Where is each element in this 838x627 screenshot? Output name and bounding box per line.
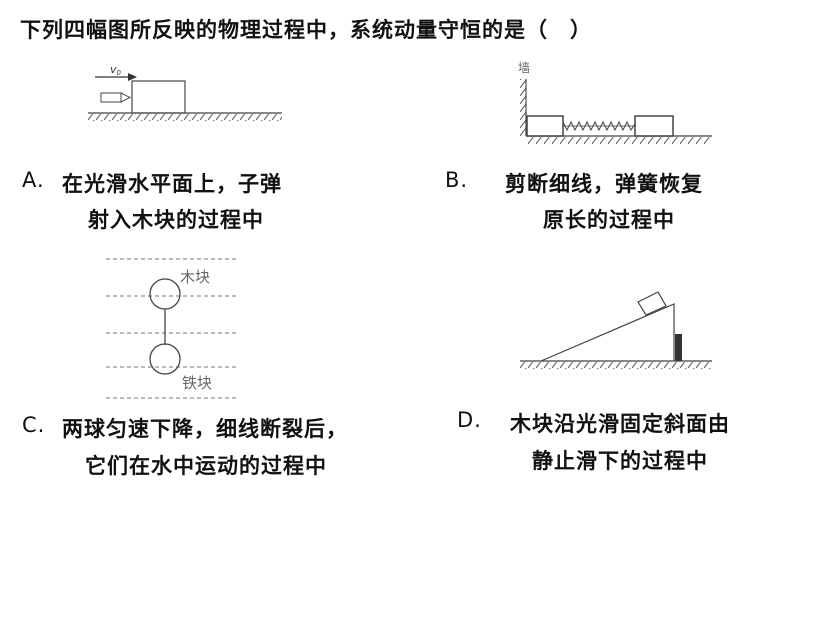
- figure-c-balls-in-water: [106, 258, 238, 399]
- iron-ball: [149, 343, 181, 375]
- option-c-letter: C.: [22, 413, 46, 437]
- option-d-text: 木块沿光滑固定斜面由: [510, 412, 730, 436]
- option-a-text-2: 射入木块的过程中: [88, 208, 264, 232]
- wood-ball: [149, 278, 181, 310]
- option-c-text: 两球匀速下降，细线断裂后，: [62, 417, 348, 441]
- option-d-letter: D.: [457, 408, 482, 432]
- figure-b-spring-blocks: 墙: [518, 61, 712, 144]
- option-c-text-2: 它们在水中运动的过程中: [85, 454, 327, 478]
- figure-d-incline: [520, 291, 712, 369]
- velocity-label: v0: [110, 63, 122, 77]
- option-b-text-2: 原长的过程中: [543, 208, 675, 232]
- iron-label: 铁块: [182, 374, 212, 392]
- option-a-letter: A.: [22, 168, 45, 192]
- option-b-letter: B.: [445, 168, 469, 192]
- option-a-text: 在光滑水平面上，子弹: [62, 172, 282, 196]
- wood-label: 木块: [180, 268, 210, 286]
- wall-label: 墙: [518, 61, 530, 75]
- question-text: 下列四幅图所反映的物理过程中，系统动量守恒的是（ ）: [20, 18, 592, 42]
- figure-a-bullet-block: v0: [88, 63, 282, 121]
- option-b-text: 剪断细线，弹簧恢复: [505, 172, 703, 196]
- option-d-text-2: 静止滑下的过程中: [532, 449, 708, 473]
